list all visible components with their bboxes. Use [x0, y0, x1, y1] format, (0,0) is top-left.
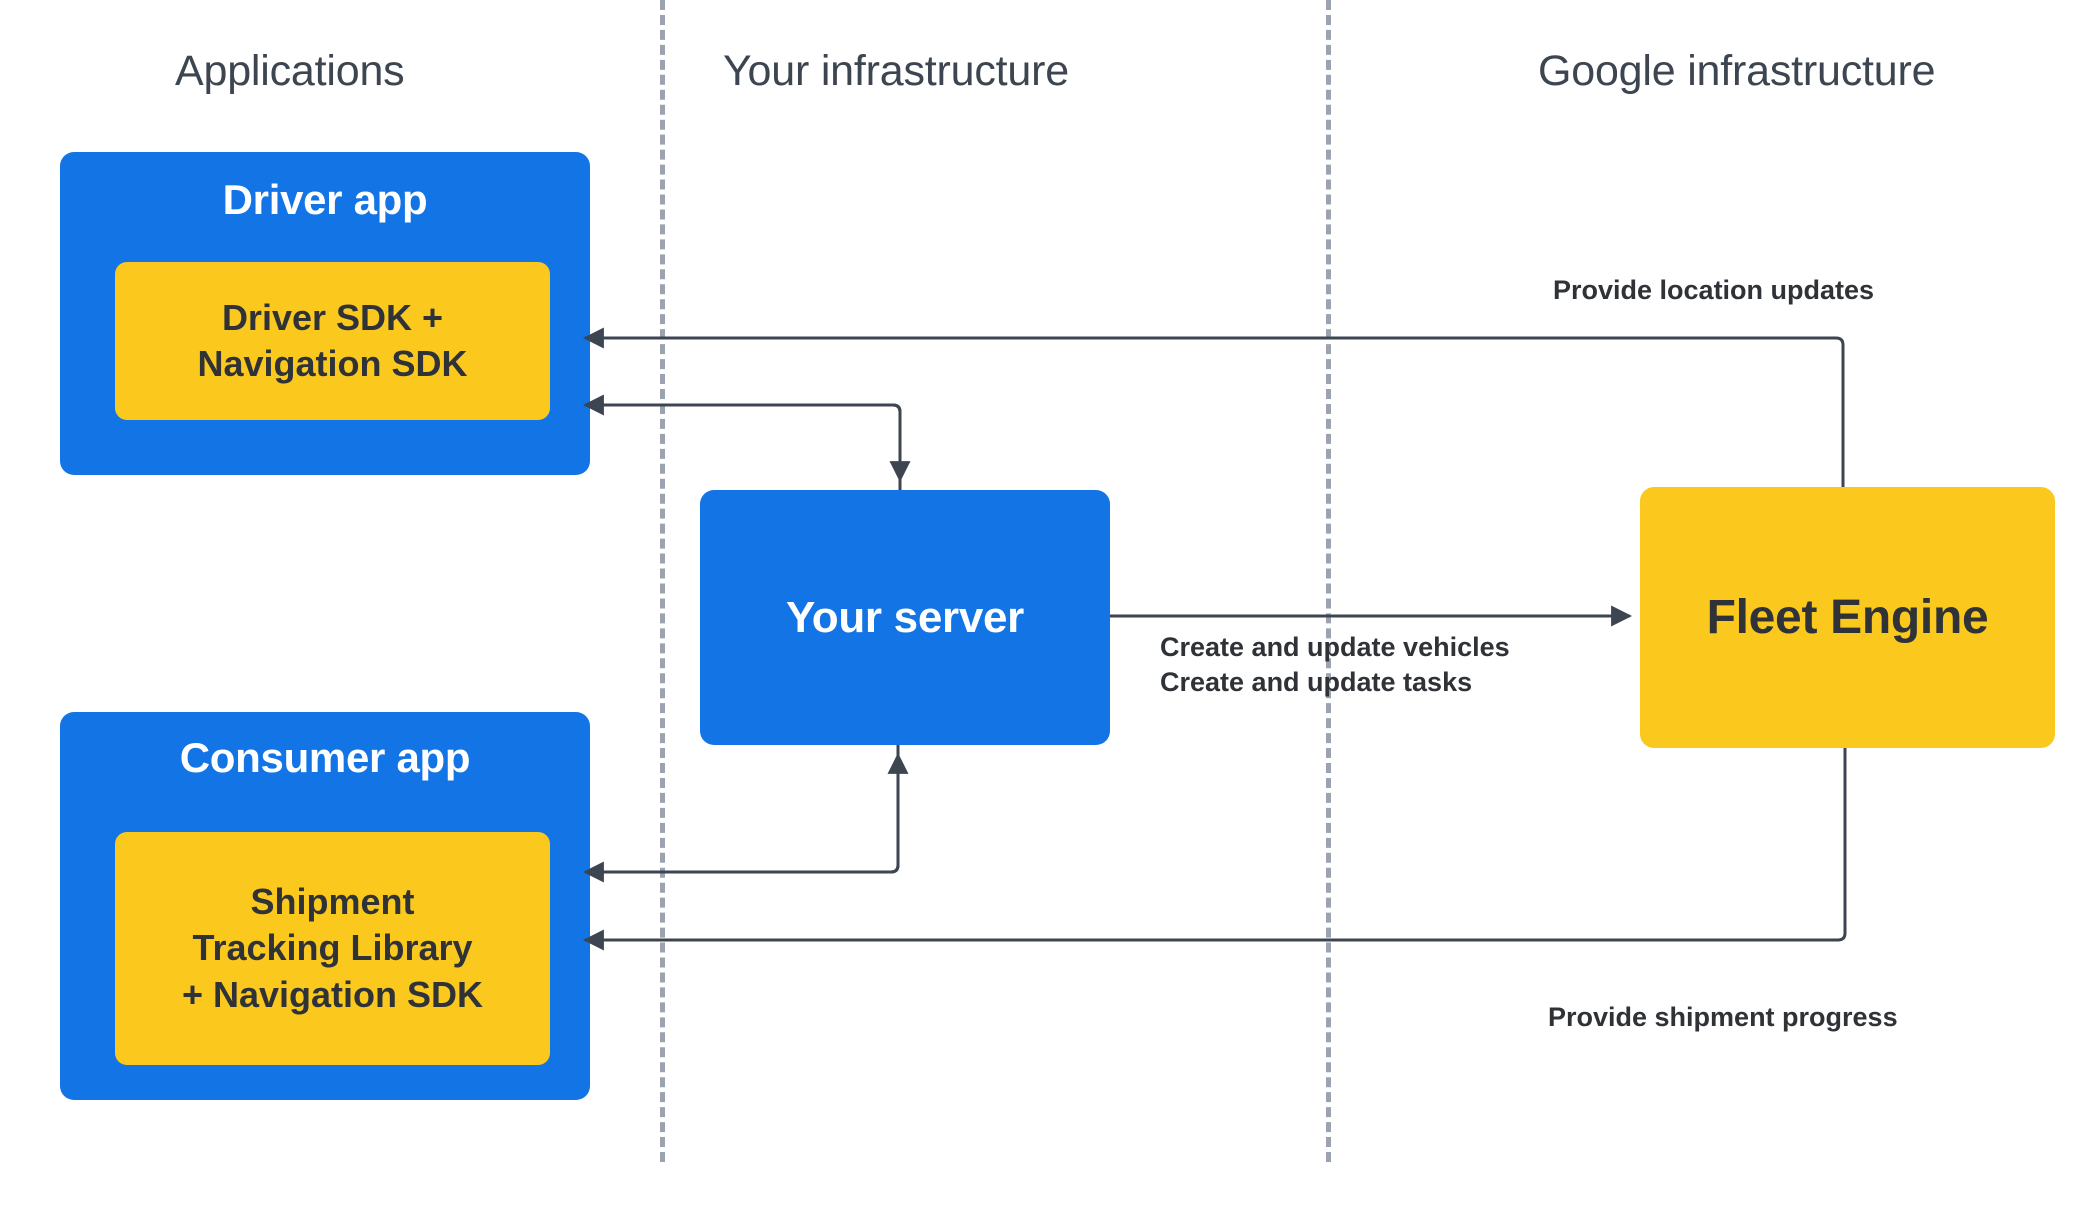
swimlane-divider-left: [660, 0, 665, 1162]
column-header-your-infrastructure: Your infrastructure: [723, 47, 1069, 95]
node-driver-app-title: Driver app: [222, 176, 428, 223]
consumer-sdk-line-2: Tracking Library: [192, 927, 473, 969]
edge-fleet-engine-to-driver-sdk: [582, 327, 1845, 487]
edge-label-create-and-update: Create and update vehicles Create and up…: [1160, 630, 1510, 699]
edge-your-server-to-driver-app: [582, 394, 902, 490]
edge-label-create-and-update-tasks: Create and update tasks: [1160, 666, 1473, 697]
node-your-server: Your server: [700, 490, 1110, 745]
edge-driver-app-to-your-server: [585, 403, 911, 483]
node-driver-app: Driver app Driver SDK + Navigation SDK: [60, 152, 590, 475]
edge-label-provide-shipment-progress: Provide shipment progress: [1548, 1002, 1898, 1032]
consumer-sdk-line-1: Shipment: [250, 881, 415, 923]
swimlane-divider-right: [1326, 0, 1331, 1162]
edge-label-create-and-update-vehicles: Create and update vehicles: [1160, 632, 1510, 662]
edge-consumer-app-to-your-server: [585, 752, 909, 874]
driver-sdk-line-2: Navigation SDK: [197, 343, 468, 384]
node-fleet-engine-label: Fleet Engine: [1706, 591, 1989, 644]
column-header-google-infrastructure: Google infrastructure: [1538, 47, 1936, 95]
node-your-server-label: Your server: [785, 592, 1024, 642]
node-fleet-engine: Fleet Engine: [1640, 487, 2055, 748]
node-driver-sdk-label: Driver SDK + Navigation SDK: [197, 295, 467, 387]
consumer-sdk-line-3: + Navigation SDK: [181, 973, 484, 1015]
node-consumer-app: Consumer app Shipment Tracking Library +…: [60, 712, 590, 1100]
node-consumer-sdk-label: Shipment Tracking Library + Navigation S…: [182, 879, 483, 1017]
edge-your-server-to-consumer-app: [582, 745, 900, 883]
node-driver-sdk: Driver SDK + Navigation SDK: [115, 262, 550, 420]
edge-label-provide-location-updates: Provide location updates: [1553, 275, 1875, 305]
column-header-applications: Applications: [175, 47, 405, 95]
edge-fleet-engine-to-consumer-app: [582, 748, 1847, 951]
driver-sdk-line-1: Driver SDK +: [221, 296, 444, 338]
node-consumer-app-title: Consumer app: [179, 734, 471, 781]
node-consumer-sdk: Shipment Tracking Library + Navigation S…: [115, 832, 550, 1065]
